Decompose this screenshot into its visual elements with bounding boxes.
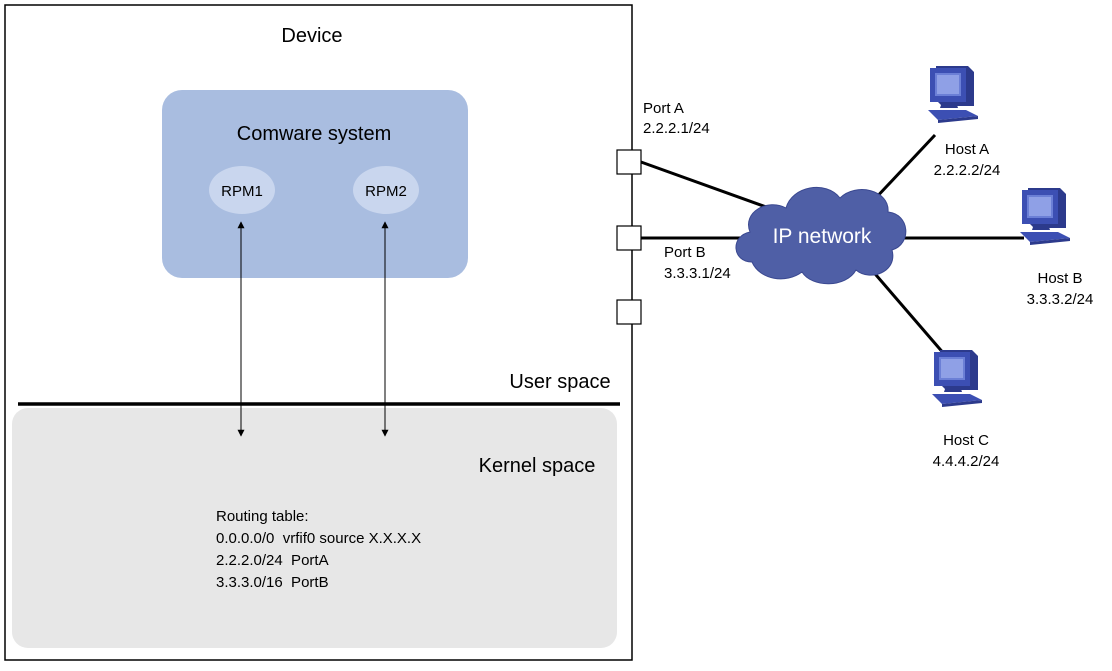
port-a	[616, 149, 642, 175]
routing-table-entry: 2.2.2.0/24 PortA	[216, 552, 329, 569]
routing-table-entry: 3.3.3.0/16 PortB	[216, 574, 329, 591]
user-space-label: User space	[509, 371, 610, 393]
ip-network-cloud-icon	[735, 187, 907, 285]
port-a-name: Port A	[643, 100, 684, 117]
host-c-name: Host C	[943, 432, 989, 449]
device-label: Device	[281, 25, 342, 47]
comware-system-label: Comware system	[237, 123, 391, 145]
port-a-ip: 2.2.2.1/24	[643, 120, 710, 137]
link-network-host-c	[868, 267, 947, 356]
rpm2-ellipse	[353, 166, 419, 214]
kernel-space-box	[12, 408, 617, 648]
rpm2-label: RPM2	[365, 183, 407, 200]
port-b-name: Port B	[664, 244, 706, 261]
port-b-ip: 3.3.3.1/24	[664, 265, 731, 282]
comware-system-box	[162, 90, 468, 278]
ip-network-label: IP network	[773, 225, 872, 248]
routing-table-entry: 0.0.0.0/0 vrfif0 source X.X.X.X	[216, 530, 421, 547]
host-a-computer-icon	[928, 66, 978, 123]
host-c-ip: 4.4.4.2/24	[933, 453, 1000, 470]
host-a-name: Host A	[945, 141, 989, 158]
host-c-computer-icon	[932, 350, 982, 407]
link-port-a-network	[640, 160, 781, 214]
routing-table-title: Routing table:	[216, 508, 309, 525]
rpm1-label: RPM1	[221, 183, 263, 200]
link-network-host-a	[870, 133, 937, 204]
host-b-ip: 3.3.3.2/24	[1027, 291, 1094, 308]
host-a-ip: 2.2.2.2/24	[934, 162, 1001, 179]
rpm1-ellipse	[209, 166, 275, 214]
host-b-computer-icon	[1020, 188, 1070, 245]
port-unused	[616, 299, 642, 325]
kernel-space-label: Kernel space	[479, 455, 596, 477]
port-b	[616, 225, 642, 251]
host-b-name: Host B	[1037, 270, 1082, 287]
